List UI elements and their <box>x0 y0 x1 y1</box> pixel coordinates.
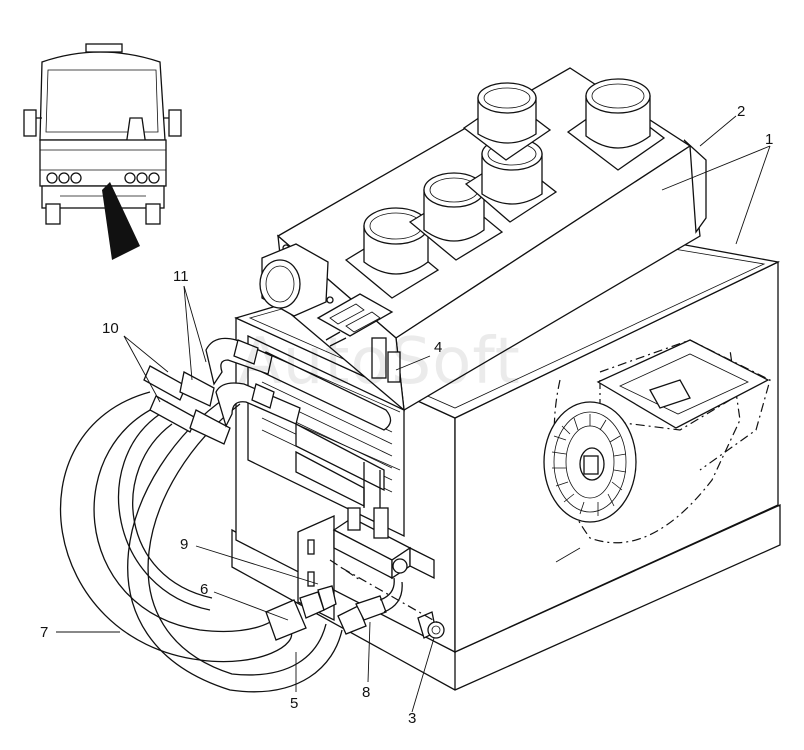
assembly-axis-lines <box>329 559 441 625</box>
callout-6: 6 <box>200 581 209 598</box>
callout-1: 1 <box>765 131 774 148</box>
callout-5: 5 <box>290 695 299 712</box>
pipe-connections <box>143 337 401 471</box>
blower-fan <box>543 339 771 563</box>
leader-lines <box>56 115 771 713</box>
watermark: AutoSoft <box>238 325 521 399</box>
coolant-hoses <box>59 391 403 693</box>
callout-2: 2 <box>737 103 746 120</box>
callout-11: 11 <box>173 268 189 285</box>
callout-10: 10 <box>102 320 119 337</box>
air-outlets <box>259 78 666 317</box>
mounting-bracket <box>297 507 435 622</box>
callout-8: 8 <box>362 684 371 701</box>
heat-exchanger <box>247 334 405 538</box>
connector-block <box>316 293 401 383</box>
callout-7: 7 <box>40 624 49 641</box>
callout-3: 3 <box>408 710 417 727</box>
callout-9: 9 <box>180 536 189 553</box>
bus-front-inset <box>23 43 182 260</box>
callout-4: 4 <box>434 339 443 356</box>
